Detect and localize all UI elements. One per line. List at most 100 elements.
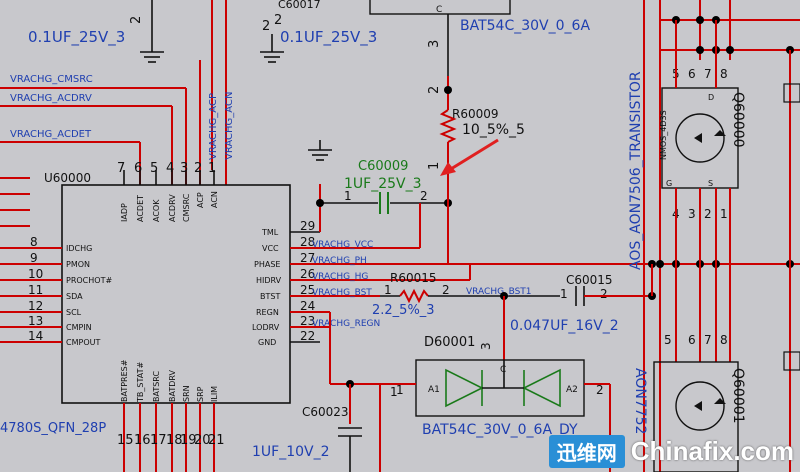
- ic-body: [61, 184, 291, 404]
- q-upper-inner: NMOS_4D3S: [659, 110, 668, 160]
- c60015-pin2: 2: [600, 287, 608, 301]
- top-diode-pin-c: C: [436, 5, 442, 15]
- svg-text:13: 13: [28, 314, 43, 328]
- ic-top-pin: 5 ACOK: [150, 161, 161, 222]
- svg-text:GND: GND: [258, 338, 276, 347]
- svg-text:1: 1: [208, 161, 216, 176]
- d60001-a2: A2: [566, 385, 578, 395]
- junction-dot: [656, 260, 664, 268]
- ic-bottom-pin: 17 BATSRC: [150, 371, 167, 472]
- svg-text:24: 24: [300, 299, 315, 313]
- net-label-vcc: VRACHG_VCC: [312, 240, 373, 250]
- svg-text:27: 27: [300, 251, 315, 265]
- c60015-pin1: 1: [560, 287, 568, 301]
- svg-text:14: 14: [28, 329, 43, 343]
- watermark-text: Chinafix.com: [630, 435, 794, 466]
- q-upper-pins-top: 5 6 7 8: [672, 67, 728, 81]
- svg-text:23: 23: [300, 314, 315, 328]
- r60015-value: 2.2_5%_3: [372, 303, 435, 318]
- watermark: 迅维网 Chinafix.com: [548, 434, 794, 468]
- ic-right-pin: 24 REGN: [256, 299, 330, 317]
- svg-text:PMON: PMON: [66, 260, 90, 269]
- svg-text:ACOK: ACOK: [152, 199, 161, 222]
- svg-text:SCL: SCL: [66, 308, 82, 317]
- svg-text:7: 7: [704, 333, 712, 347]
- ic-bottom-pin: 15 BATPRES#: [117, 359, 134, 472]
- c60009-ref: C60009: [358, 159, 408, 174]
- r60009-pin3: 3: [427, 40, 442, 48]
- ic-part: 4780S_QFN_28P: [0, 421, 106, 436]
- svg-text:REGN: REGN: [256, 308, 279, 317]
- q-upper-diode: [714, 130, 726, 136]
- svg-text:9: 9: [30, 251, 38, 265]
- ic-top-pin: 4 ACDRV: [166, 161, 177, 222]
- net-label-bst: VRACHG_BST: [312, 288, 372, 298]
- ground-symbol: [308, 140, 332, 161]
- net-label-regn: VRACHG_REGN: [312, 319, 380, 329]
- svg-text:20: 20: [194, 433, 211, 448]
- q-lower-diode: [714, 398, 726, 404]
- svg-text:IDCHG: IDCHG: [66, 244, 92, 253]
- svg-text:5: 5: [664, 333, 672, 347]
- d60001-pin2: 2: [596, 383, 604, 397]
- c60023-value: 1UF_10V_2: [252, 444, 330, 460]
- ic-bottom-pin: 20 SRP: [194, 386, 211, 472]
- svg-text:3: 3: [180, 161, 188, 176]
- r60009-body: [439, 109, 457, 143]
- svg-text:BATDRV: BATDRV: [168, 369, 177, 402]
- offpage-box: [783, 351, 800, 371]
- q-upper-model: AOS_AON7506_TRANSISTOR: [628, 71, 644, 270]
- d60001-a1: A1: [428, 385, 440, 395]
- svg-text:8: 8: [720, 333, 728, 347]
- c60009-pin1: 1: [344, 189, 352, 203]
- svg-text:3: 3: [688, 207, 696, 221]
- ic-left-pin: 9 PMON: [0, 251, 90, 269]
- ic-right-pin: 28 VCC: [262, 235, 420, 253]
- cap-mid-ref: C60017: [278, 0, 321, 11]
- q-lower-model: AON7752: [632, 368, 648, 434]
- svg-text:HIDRV: HIDRV: [256, 276, 282, 285]
- svg-text:ACDRV: ACDRV: [168, 194, 177, 222]
- svg-text:BATSRC: BATSRC: [152, 371, 161, 402]
- d60001-ref: D60001: [424, 335, 475, 350]
- net-label-acp: VRACHG_ACP: [208, 93, 219, 160]
- svg-text:2: 2: [194, 161, 202, 176]
- svg-text:19: 19: [180, 433, 197, 448]
- top-diode-box: [369, 0, 511, 15]
- svg-text:TB_STAT#: TB_STAT#: [136, 362, 145, 403]
- svg-text:1: 1: [720, 207, 728, 221]
- q-upper-arrow: [694, 133, 702, 143]
- ic-right-pin: 27 PHASE: [254, 251, 470, 269]
- offpage-box: [783, 83, 800, 103]
- junction-dot: [696, 16, 704, 24]
- r60009-ref: R60009: [452, 107, 499, 121]
- ic-top-pin: 2 ACP: [194, 161, 205, 208]
- svg-text:BTST: BTST: [260, 292, 280, 301]
- ic-right-pin: 25 BTST: [260, 283, 380, 301]
- ic-bottom-pin: 19 SRN: [180, 385, 197, 472]
- junction-dot: [316, 199, 324, 207]
- q-upper-g: G: [666, 179, 672, 188]
- junction-dot: [696, 46, 704, 54]
- c60015-value: 0.047UF_16V_2: [510, 318, 619, 334]
- ic-left-pin: 11 SDA: [0, 283, 83, 301]
- svg-text:17: 17: [150, 433, 167, 448]
- svg-text:CMSRC: CMSRC: [182, 193, 191, 222]
- svg-text:PROCHOT#: PROCHOT#: [66, 276, 112, 285]
- net-label-acdrv: VRACHG_ACDRV: [10, 93, 92, 104]
- q-upper-ref: Q60000: [730, 92, 746, 148]
- cap-mid-pin: 2: [262, 19, 270, 34]
- svg-text:11: 11: [28, 283, 43, 297]
- r60009-pin2: 2: [427, 86, 442, 94]
- ic-ref: U60000: [44, 171, 91, 185]
- svg-text:7: 7: [117, 161, 125, 176]
- cap-mid-pin-b: 2: [274, 13, 282, 28]
- ground-symbol: [140, 51, 164, 63]
- ic-right-pin: 26 HIDRV: [256, 267, 470, 285]
- q-upper-circle: [675, 113, 725, 163]
- svg-text:8: 8: [720, 67, 728, 81]
- ic-left-pin: 14 CMPOUT: [0, 329, 100, 347]
- svg-text:7: 7: [704, 67, 712, 81]
- svg-text:SDA: SDA: [66, 292, 83, 301]
